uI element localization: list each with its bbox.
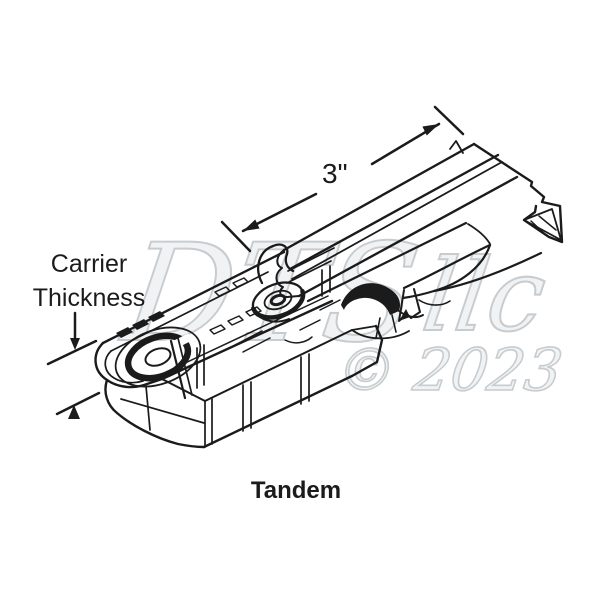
thickness-tick-bottom (55, 391, 101, 416)
arrowhead-up-icon (68, 405, 80, 419)
carrier-thickness-line1: Carrier (50, 250, 128, 278)
thickness-tick-top (46, 339, 98, 366)
dimension-3in-arrow (220, 105, 465, 253)
dimension-tick-right (433, 105, 465, 136)
carrier-body-drawing (94, 243, 384, 449)
arrowhead-right-icon (422, 124, 439, 136)
rail-drawing (275, 140, 564, 303)
arrowhead-down-icon (70, 338, 80, 350)
caption-tandem: Tandem (250, 477, 342, 504)
clip-linkage-drawing (341, 283, 424, 340)
roller-cylinder-drawing (398, 243, 543, 322)
dimension-tick-left (220, 220, 252, 253)
dimension-3in-label: 3" (322, 158, 348, 189)
carrier-thickness-line2: Thickness (32, 284, 146, 312)
carrier-thickness-arrows (46, 311, 101, 419)
watermark-year: © 2023 (333, 336, 566, 404)
arrowhead-left-icon (243, 219, 260, 231)
carrier-thickness-label: Carrier Thickness (8, 247, 170, 315)
